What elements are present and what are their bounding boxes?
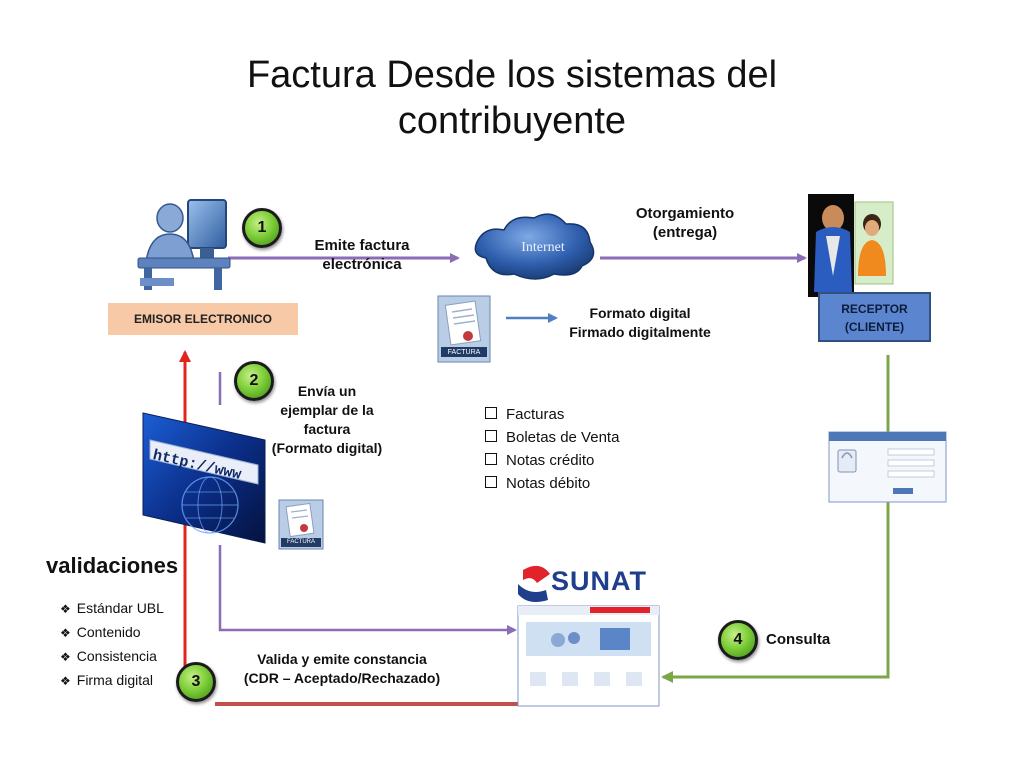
document-type-item: Facturas xyxy=(485,403,619,426)
checkbox-icon xyxy=(485,407,497,419)
diamond-bullet-icon: ❖ xyxy=(60,626,71,640)
formato-digital-label: Formato digital Firmado digitalmente xyxy=(569,305,711,340)
diagram-title: Factura Desde los sistemas del contribuy… xyxy=(0,52,1024,144)
checkbox-icon xyxy=(485,430,497,442)
checkbox-icon xyxy=(485,453,497,465)
otorgamiento-label: Otorgamiento (entrega) xyxy=(635,205,735,241)
title-line-1: Factura Desde los sistemas del xyxy=(246,54,778,96)
step-4-badge: 4 xyxy=(718,620,758,660)
validaciones-list: ❖Estándar UBL ❖Contenido ❖Consistencia ❖… xyxy=(60,597,164,693)
internet-label: Internet xyxy=(521,240,565,255)
validacion-item: ❖Estándar UBL xyxy=(60,600,164,616)
document-types-list: Facturas Boletas de Venta Notas crédito … xyxy=(485,403,619,495)
diamond-bullet-icon: ❖ xyxy=(60,650,71,664)
factura-doc-label-1: FACTURA xyxy=(447,349,481,356)
sunat-logo-text: SUNAT xyxy=(551,566,647,596)
emite-factura-label: Emite factura electrónica xyxy=(314,237,410,273)
step-1-badge: 1 xyxy=(242,208,282,248)
validaciones-title: validaciones xyxy=(46,553,179,578)
step-2-badge: 2 xyxy=(234,361,274,401)
diamond-bullet-icon: ❖ xyxy=(60,674,71,688)
document-type-item: Notas débito xyxy=(485,472,619,495)
checkbox-icon xyxy=(485,476,497,488)
validacion-item: ❖Contenido xyxy=(60,624,141,640)
validacion-item: ❖Firma digital xyxy=(60,672,154,688)
arrow-envia xyxy=(218,545,517,635)
document-type-item: Notas crédito xyxy=(485,449,619,472)
title-line-2: contribuyente xyxy=(397,100,627,142)
step-3-badge: 3 xyxy=(176,662,216,702)
consulta-label: Consulta xyxy=(766,631,831,648)
envia-ejemplar-label: Envía un ejemplar de la factura (Formato… xyxy=(271,383,383,456)
valida-constancia-label: Valida y emite constancia (CDR – Aceptad… xyxy=(243,651,441,686)
validacion-item: ❖Consistencia xyxy=(60,648,157,664)
document-type-item: Boletas de Venta xyxy=(485,426,619,449)
factura-doc-label-2: FACTURA xyxy=(286,539,315,545)
diamond-bullet-icon: ❖ xyxy=(60,602,71,616)
receptor-cliente-box: RECEPTOR (CLIENTE) xyxy=(818,292,931,342)
emisor-electronico-box: EMISOR ELECTRONICO xyxy=(108,303,298,335)
